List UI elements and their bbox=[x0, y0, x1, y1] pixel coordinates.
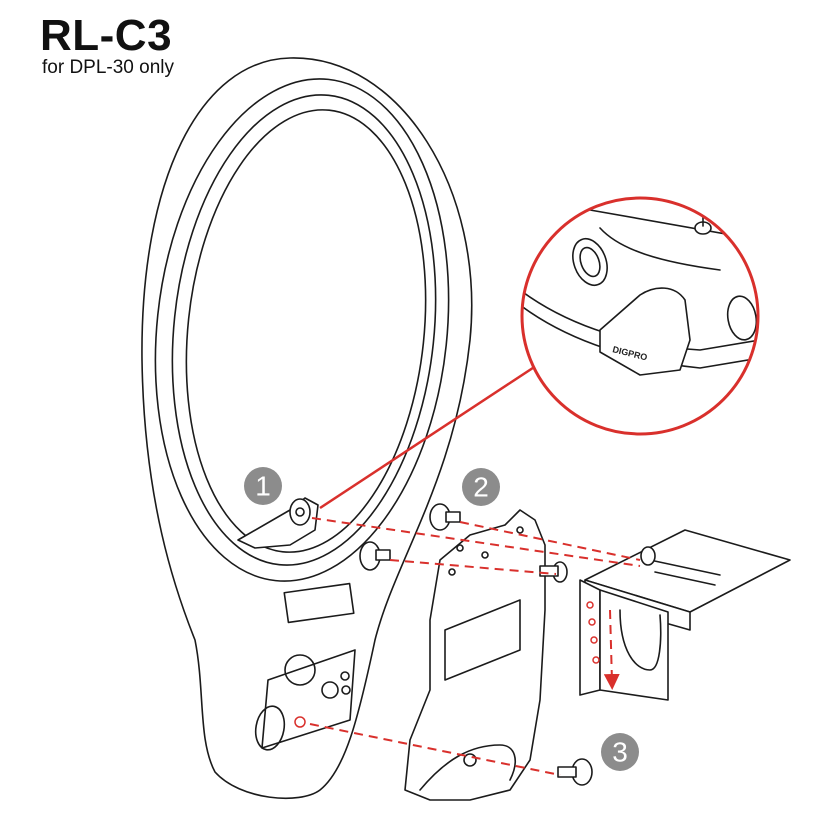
step-marker-1: 1 bbox=[244, 467, 282, 505]
mounting-plate bbox=[404, 509, 546, 801]
product-title: RL-C3 bbox=[40, 11, 173, 60]
ring-side-knob bbox=[359, 541, 391, 571]
product-subtitle: for DPL-30 only bbox=[42, 57, 175, 78]
thumb-screw-top bbox=[429, 503, 461, 531]
step-number-1: 1 bbox=[255, 471, 271, 502]
step-marker-3: 3 bbox=[601, 733, 639, 771]
step-number-2: 2 bbox=[473, 472, 489, 503]
assembly-path-3 bbox=[459, 521, 641, 561]
assembly-path-2 bbox=[389, 559, 557, 575]
mounting-screw bbox=[539, 561, 568, 583]
l-bracket bbox=[579, 529, 791, 701]
detail-leader-line bbox=[319, 356, 549, 510]
ring-light bbox=[141, 57, 473, 800]
assembly-path-1 bbox=[311, 517, 641, 567]
quick-release-clip bbox=[237, 497, 319, 549]
thumb-screw-bottom bbox=[557, 758, 593, 786]
step-marker-2: 2 bbox=[462, 468, 500, 506]
assembly-paths bbox=[309, 356, 641, 776]
detail-zoom-circle: DIGPRO bbox=[520, 196, 760, 436]
step-number-3: 3 bbox=[612, 737, 628, 768]
assembly-path-5 bbox=[603, 609, 620, 690]
assembly-path-4 bbox=[309, 723, 561, 776]
